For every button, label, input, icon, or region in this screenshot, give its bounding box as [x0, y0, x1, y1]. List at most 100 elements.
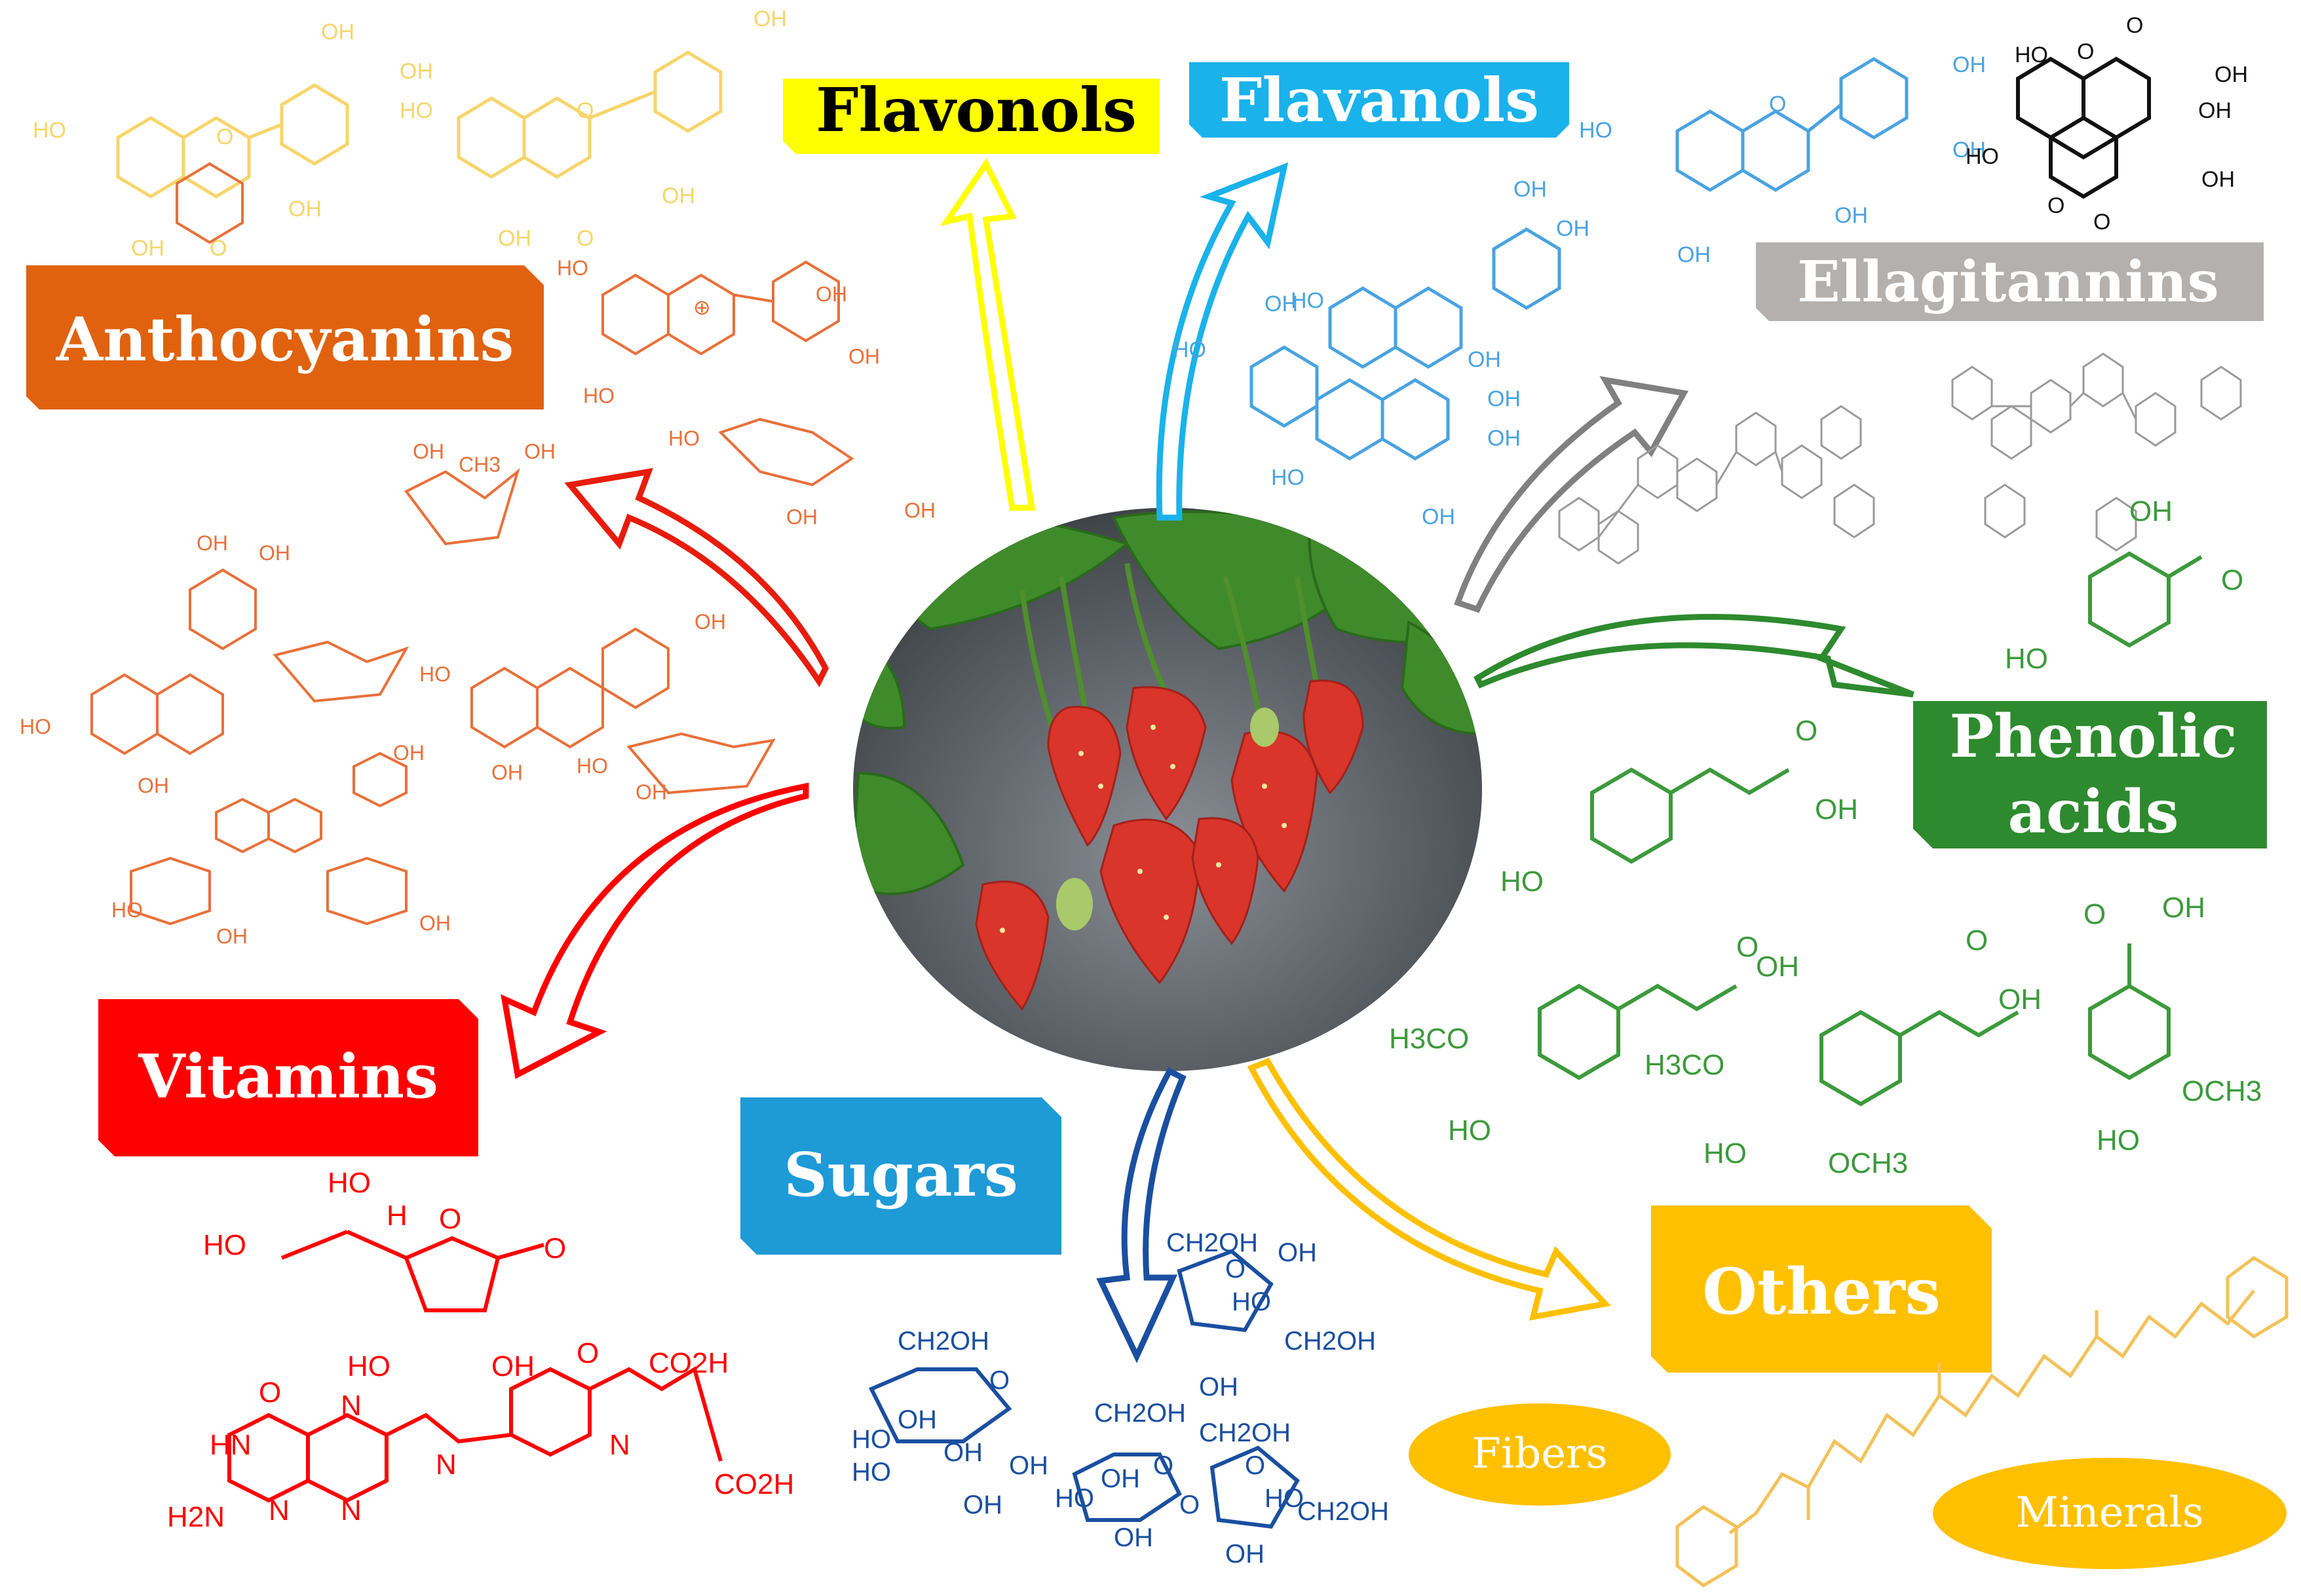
vitamin-structures — [227, 1230, 723, 1503]
atom-ho: HO — [1966, 144, 1999, 169]
atom-oh: OH — [1487, 387, 1521, 411]
ellagitannins-label-box: Ellagitannins — [1756, 242, 2264, 321]
ellagitannins-label: Ellagitannins — [1797, 249, 2219, 315]
atom-oh: OH — [1468, 347, 1501, 372]
atom-oh: OH — [138, 774, 169, 797]
flavonol-atom-labels: OH OH HO O OH OH O HO O OH OH OH O — [33, 7, 787, 261]
atom-oh: OH — [1225, 1540, 1265, 1568]
atom-oh: OH — [2198, 98, 2232, 123]
atom-o: O — [2047, 193, 2064, 218]
atom-oh: OH — [216, 924, 248, 948]
atom-ho: HO — [1500, 865, 1544, 898]
atom-oh: OH — [1513, 177, 1547, 202]
atom-h3co: H3CO — [1645, 1049, 1724, 1081]
flavonols-label: Flavonols — [816, 75, 1137, 145]
atom-co2h: CO2H — [714, 1468, 794, 1500]
atom-o: O — [1795, 715, 1817, 747]
atom-och3: OCH3 — [1828, 1147, 1908, 1179]
atom-ho: HO — [1055, 1484, 1094, 1513]
atom-o: O — [1736, 931, 1759, 963]
atom-oh: OH — [963, 1491, 1002, 1519]
atom-oh: OH — [1199, 1373, 1238, 1401]
atom-oh: OH — [1556, 216, 1589, 241]
phenolic-acids-label-line2: acids — [2008, 777, 2179, 846]
atom-ho: HO — [1448, 1114, 1491, 1147]
atom-oh: OH — [491, 1350, 535, 1382]
sugar-structures — [868, 1249, 1300, 1529]
atom-ch2oh: CH2OH — [1166, 1228, 1258, 1257]
atom-ho: HO — [1265, 1484, 1304, 1513]
atom-o: O — [2126, 13, 2143, 38]
atom-oh: OH — [288, 197, 322, 221]
atom-o: O — [544, 1232, 566, 1264]
atom-oh: OH — [1952, 52, 1986, 77]
atom-ho: HO — [852, 1425, 891, 1454]
atom-h3co: H3CO — [1389, 1023, 1469, 1055]
atom-oh: OH — [1114, 1523, 1153, 1552]
atom-oh: OH — [662, 183, 695, 208]
flavonols-arrow — [940, 158, 1036, 511]
anthocyanins-label: Anthocyanins — [56, 304, 514, 375]
atom-oh: OH — [1677, 242, 1711, 267]
atom-ho: HO — [419, 662, 451, 686]
atom-oh: OH — [1278, 1238, 1317, 1267]
atom-oh: OH — [321, 20, 354, 45]
phenolic-acids-label-box: Phenolic acids — [1913, 701, 2267, 848]
atom-co2h: CO2H — [649, 1347, 729, 1379]
atom-oh: OH — [753, 7, 787, 31]
atom-o: O — [577, 98, 594, 123]
atom-oh: OH — [1009, 1451, 1048, 1480]
atom-ho: HO — [1232, 1287, 1271, 1316]
atom-ho: HO — [668, 427, 700, 450]
phenolic-acid-structures — [1538, 551, 2203, 1107]
anthocyanins-label-box: Anthocyanins — [26, 265, 544, 409]
atom-o: O — [216, 124, 233, 149]
atom-n: N — [436, 1449, 457, 1481]
atom-oh: OH — [694, 610, 726, 634]
atom-oh: OH — [498, 226, 531, 251]
carotenoid-structure — [1675, 1255, 2289, 1588]
atom-oh: OH — [413, 440, 444, 463]
flavonol-structures — [116, 50, 723, 199]
atom-oh: OH — [1101, 1464, 1140, 1493]
atom-och3: OCH3 — [2182, 1075, 2262, 1107]
atom-ch2oh: CH2OH — [1199, 1418, 1291, 1447]
atom-ho: HO — [2015, 43, 2048, 67]
phenolic-acids-arrow — [1474, 614, 1914, 698]
minerals-label: Minerals — [2015, 1489, 2203, 1537]
atom-oh: OH — [1998, 983, 2042, 1016]
atom-o: O — [439, 1203, 461, 1235]
sugar-atom-labels: CH2OH O OH HO OH OH HO OH CH2OH O OH HO … — [852, 1228, 1389, 1568]
atom-oh: OH — [636, 780, 667, 804]
atom-oh: OH — [524, 440, 556, 463]
atom-ho: HO — [2005, 643, 2048, 675]
atom-ho: HO — [577, 754, 608, 778]
flavanol-atom-labels: OH OH HO O OH OH OH OH HO OH HO OH OH OH… — [1173, 52, 1986, 529]
atom-ch2oh: CH2OH — [898, 1327, 989, 1356]
atom-oh: OH — [816, 282, 847, 306]
vitamins-label: Vitamins — [138, 1041, 438, 1112]
fibers-label: Fibers — [1472, 1430, 1607, 1478]
ellagitannins-arrow — [1454, 376, 1689, 613]
atom-o: O — [577, 1337, 599, 1369]
atom-oh: OH — [848, 345, 880, 368]
atom-ho: HO — [20, 715, 51, 738]
anthocyanin-atom-labels: HO ⊕ OH OH HO HO OH OH OH CH3 OH OH OH H… — [20, 256, 936, 948]
atom-o: O — [2221, 564, 2243, 596]
atom-ch3: CH3 — [459, 453, 501, 476]
atom-oh: OH — [898, 1405, 937, 1434]
atom-o: O — [989, 1366, 1010, 1395]
atom-ho: HO — [1703, 1137, 1747, 1169]
atom-oh: OH — [2215, 62, 2248, 87]
atom-o: O — [577, 226, 594, 251]
atom-ho: HO — [852, 1458, 891, 1487]
vitamins-label-box: Vitamins — [98, 999, 478, 1156]
atom-o: O — [2077, 39, 2094, 64]
sugars-label: Sugars — [784, 1139, 1018, 1210]
phenolic-acids-label-line1: Phenolic — [1949, 702, 2237, 771]
atom-oh: OH — [259, 541, 290, 565]
atom-o: O — [2093, 210, 2110, 235]
atom-oh: OH — [1815, 793, 1858, 826]
others-arrow — [1247, 1057, 1611, 1321]
